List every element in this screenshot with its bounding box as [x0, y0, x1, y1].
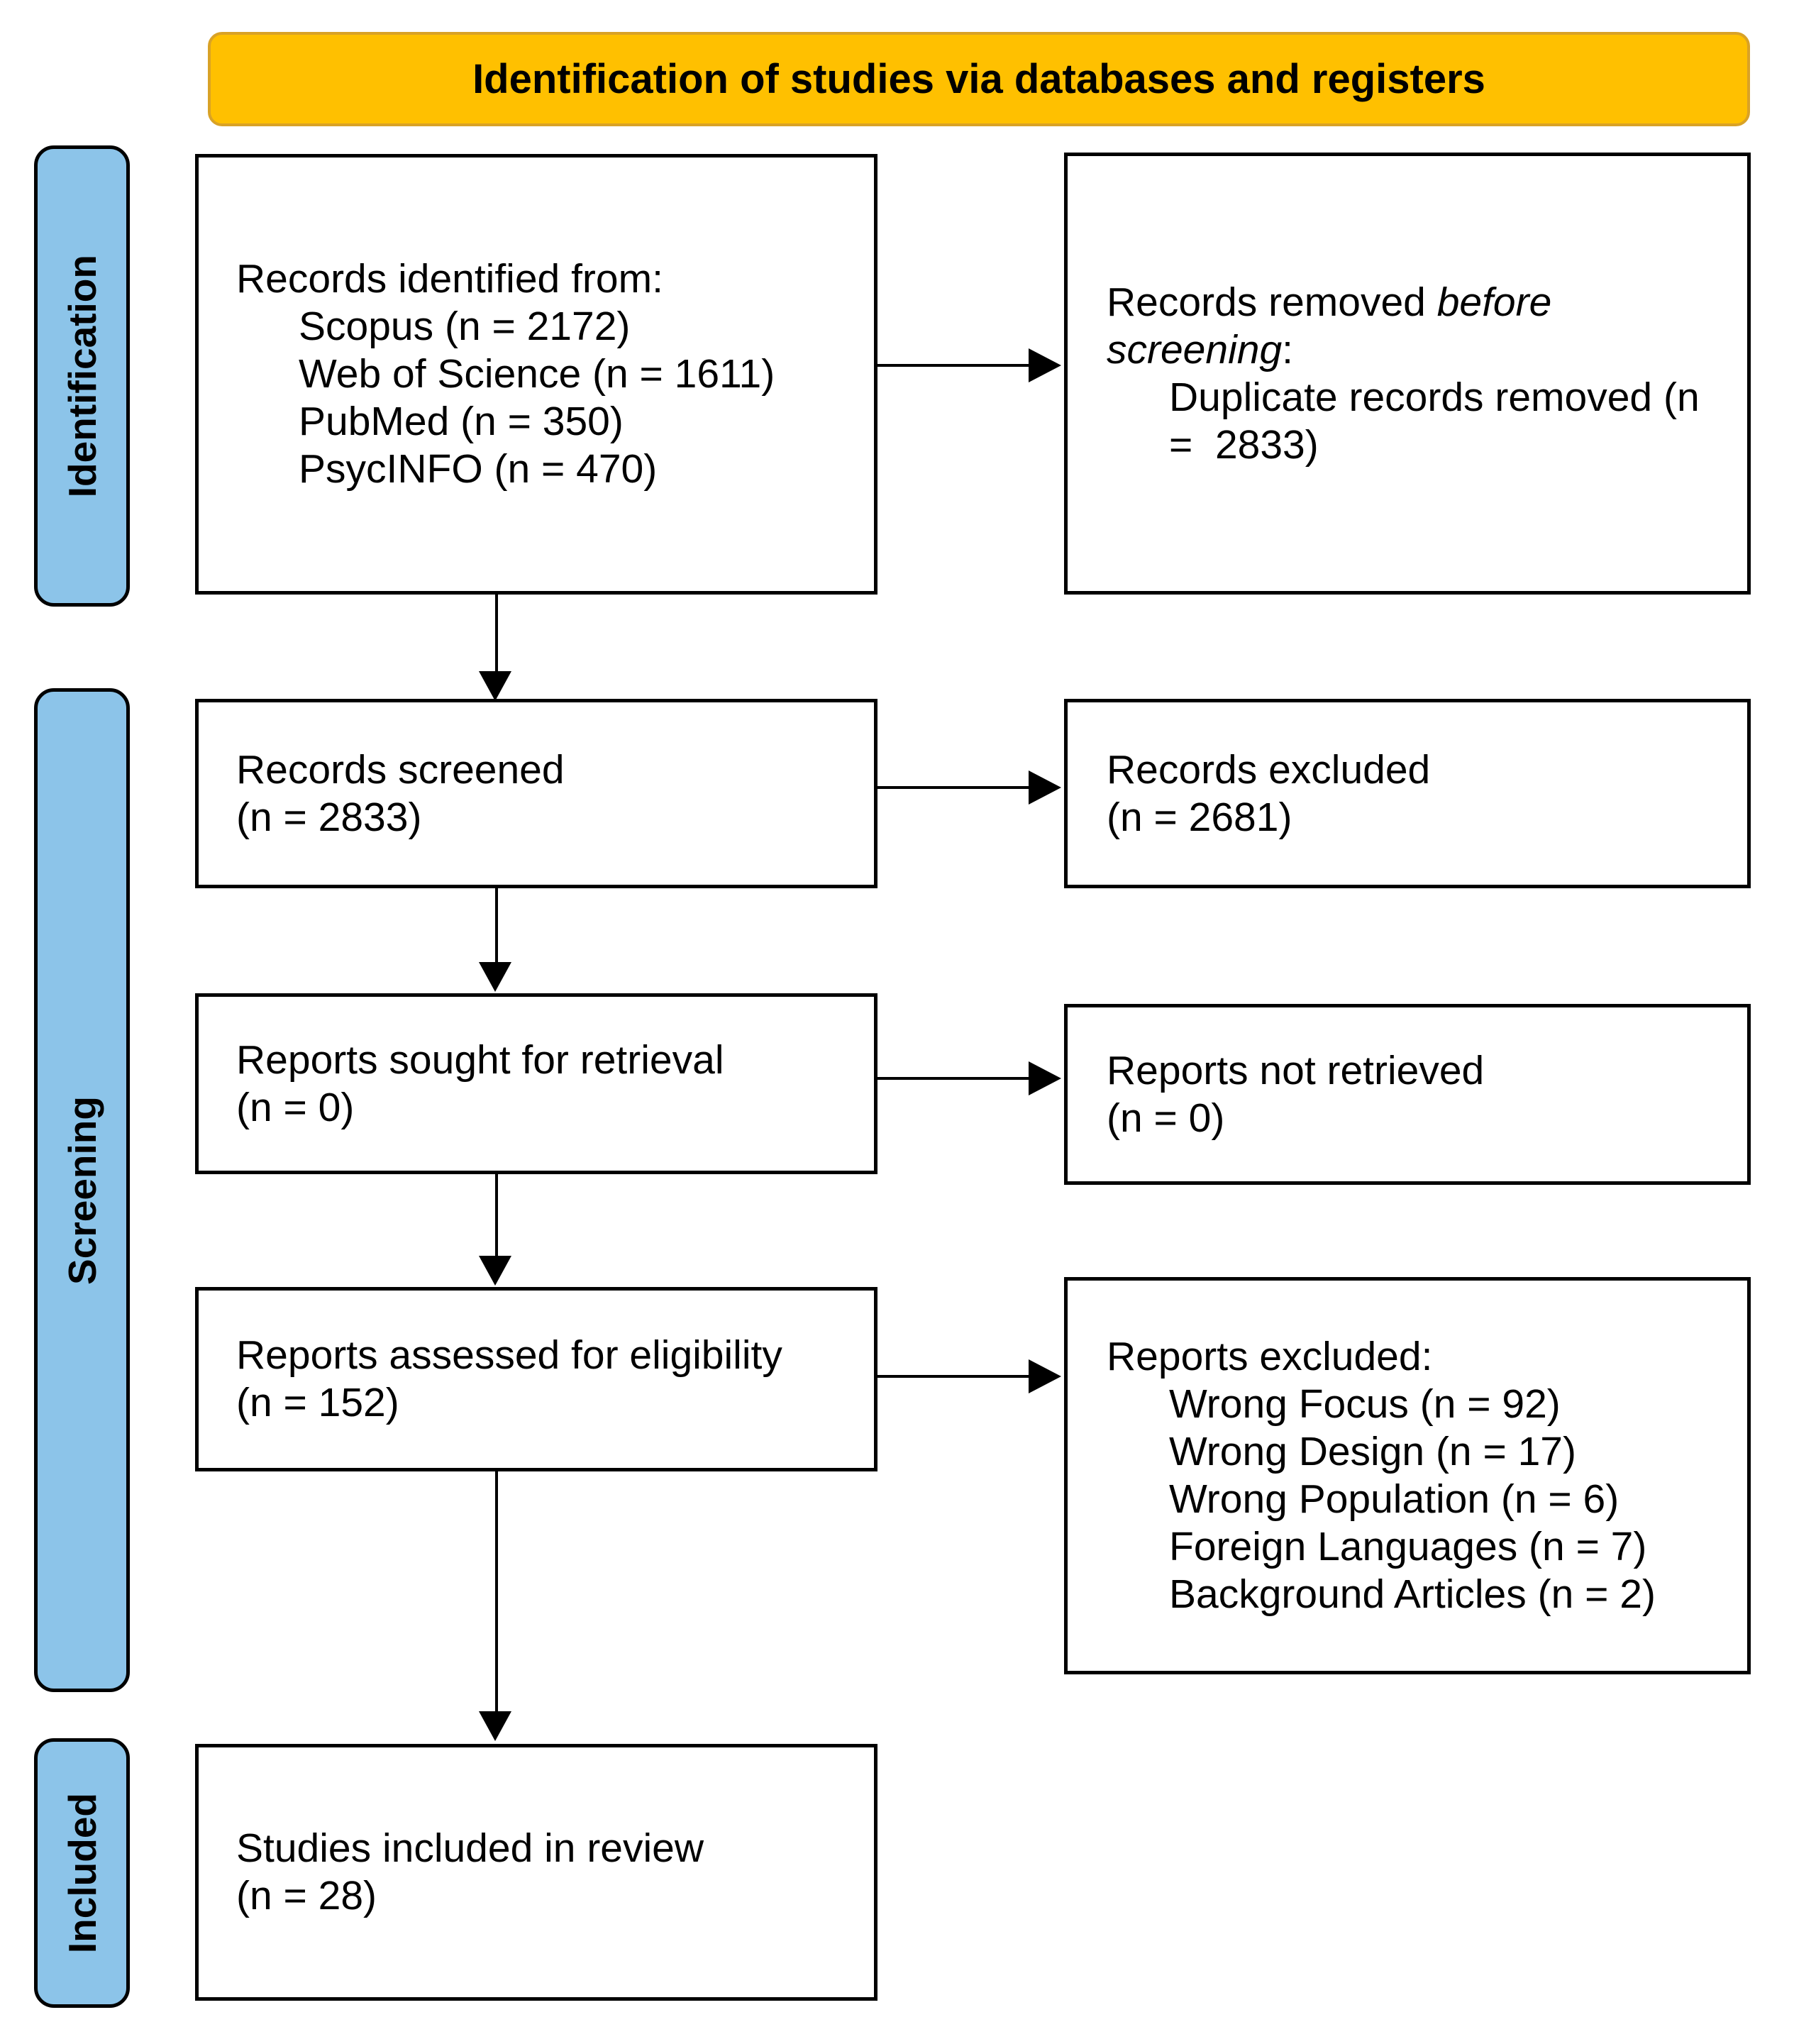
box-reports-assessed: Reports assessed for eligibility (n = 15…: [195, 1287, 877, 1471]
box-title: Reports sought for retrieval: [236, 1037, 724, 1083]
box-records-excluded: Records excluded (n = 2681): [1064, 699, 1751, 888]
heading-suffix: :: [1282, 326, 1293, 372]
banner: Identification of studies via databases …: [208, 32, 1750, 126]
arrow-screened-to-excluded-line: [877, 786, 1030, 789]
box-heading: Records removed before screening:: [1107, 279, 1719, 374]
box-records-identified: Records identified from: Scopus (n = 217…: [195, 154, 877, 595]
arrow-assessed-to-excluded-head: [1029, 1359, 1061, 1393]
box-title: Reports not retrieved: [1107, 1047, 1485, 1093]
list-item: Duplicate records removed (n = 2833): [1169, 374, 1700, 468]
box-heading: Records identified from:: [236, 256, 663, 302]
source-list: Scopus (n = 2172)Web of Science (n = 161…: [299, 303, 853, 493]
arrow-sought-to-assessed-head: [479, 1256, 511, 1286]
box-count: (n = 152): [236, 1380, 399, 1425]
list-item: PubMed (n = 350): [299, 399, 624, 444]
box-count: (n = 2833): [236, 794, 422, 840]
stage-label-screening-text: Screening: [60, 1095, 104, 1285]
box-records-screened: Records screened (n = 2833): [195, 699, 877, 888]
arrow-screened-to-sought-line: [495, 888, 498, 963]
arrow-identified-to-screened-line: [495, 595, 498, 673]
list-item: Wrong Population (n = 6): [1169, 1476, 1619, 1522]
box-title: Reports assessed for eligibility: [236, 1332, 782, 1378]
arrow-assessed-to-excluded-line: [877, 1375, 1030, 1378]
box-count: (n = 0): [236, 1084, 355, 1130]
heading-italic: before screening: [1107, 279, 1552, 372]
arrow-sought-to-not-retrieved-head: [1029, 1061, 1061, 1095]
box-title: Records screened: [236, 746, 565, 792]
box-reports-not-retrieved: Reports not retrieved (n = 0): [1064, 1004, 1751, 1185]
arrow-assessed-to-included-line: [495, 1471, 498, 1713]
box-count: (n = 28): [236, 1873, 377, 1918]
box-records-removed: Records removed before screening: Duplic…: [1064, 153, 1751, 595]
arrow-identified-to-removed-head: [1029, 348, 1061, 382]
exclusion-list: Wrong Focus (n = 92)Wrong Design (n = 17…: [1169, 1381, 1719, 1618]
list-item: Wrong Focus (n = 92): [1169, 1381, 1561, 1427]
box-heading: Reports excluded:: [1107, 1334, 1433, 1379]
list-item: Scopus (n = 2172): [299, 304, 631, 349]
box-title: Studies included in review: [236, 1825, 704, 1871]
list-item: Wrong Design (n = 17): [1169, 1429, 1576, 1474]
box-reports-excluded: Reports excluded: Wrong Focus (n = 92)Wr…: [1064, 1277, 1751, 1674]
stage-label-identification: Identification: [34, 145, 130, 607]
arrow-screened-to-sought-head: [479, 962, 511, 992]
arrow-assessed-to-included-head: [479, 1711, 511, 1741]
heading-prefix: Records removed: [1107, 279, 1437, 325]
arrow-sought-to-not-retrieved-line: [877, 1077, 1030, 1080]
list-item: Web of Science (n = 1611): [299, 351, 775, 397]
box-count: (n = 2681): [1107, 794, 1292, 840]
arrow-identified-to-screened-head: [479, 671, 511, 701]
removed-list: Duplicate records removed (n = 2833): [1169, 374, 1719, 469]
box-studies-included: Studies included in review (n = 28): [195, 1744, 877, 2001]
arrow-sought-to-assessed-line: [495, 1174, 498, 1257]
list-item: PsycINFO (n = 470): [299, 446, 658, 492]
arrow-identified-to-removed-line: [877, 364, 1030, 367]
arrow-screened-to-excluded-head: [1029, 770, 1061, 805]
box-title: Records excluded: [1107, 746, 1431, 792]
list-item: Background Articles (n = 2): [1169, 1571, 1656, 1617]
box-reports-sought: Reports sought for retrieval (n = 0): [195, 993, 877, 1174]
stage-label-included: Included: [34, 1738, 130, 2008]
stage-label-screening: Screening: [34, 688, 130, 1692]
list-item: Foreign Languages (n = 7): [1169, 1524, 1647, 1569]
box-count: (n = 0): [1107, 1095, 1225, 1141]
banner-title: Identification of studies via databases …: [472, 56, 1485, 102]
stage-label-identification-text: Identification: [60, 254, 104, 498]
stage-label-included-text: Included: [60, 1792, 104, 1954]
